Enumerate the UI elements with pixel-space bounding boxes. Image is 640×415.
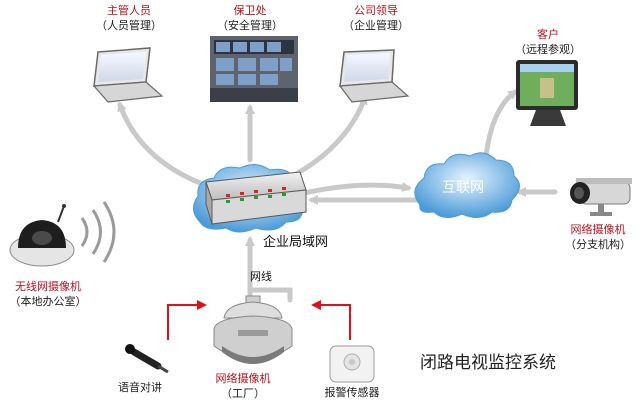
wireless-signal-icon	[80, 201, 116, 263]
arrow-cable-line	[247, 287, 293, 303]
client-title: 客户	[537, 27, 559, 41]
system-title: 闭路电视监控系统	[420, 353, 556, 373]
factory-camera-subtitle: （工厂）	[221, 387, 265, 400]
arrow-intercom-to-camera	[167, 300, 207, 340]
factory-camera-title: 网络摄像机	[216, 371, 271, 385]
branch-camera-title: 网络摄像机	[571, 222, 626, 236]
client-subtitle: （远程参观）	[515, 42, 581, 56]
internet-label: 互联网	[442, 180, 484, 196]
arrow-lan-to-internet	[297, 182, 412, 197]
dome-camera-icon	[9, 204, 75, 267]
lan-label: 企业局域网	[263, 234, 328, 250]
security-title: 保卫处	[234, 3, 267, 17]
bullet-camera-icon	[570, 178, 632, 216]
wireless-camera-subtitle: （本地办公室）	[10, 294, 87, 308]
arrow-sensor-to-camera	[311, 300, 351, 340]
manager-subtitle: （人员管理）	[96, 18, 162, 32]
alarm-sensor-icon	[329, 345, 375, 383]
security-subtitle: （安全管理）	[217, 18, 283, 32]
leader-subtitle: （企业管理）	[343, 18, 409, 32]
ptz-camera-icon	[213, 295, 293, 364]
manager-laptop-icon	[92, 47, 164, 103]
client-monitor-icon	[516, 60, 578, 126]
internet-cloud-icon	[414, 152, 520, 218]
leader-title: 公司领导	[354, 4, 398, 17]
network-switch-icon	[205, 171, 307, 225]
arrow-lan-to-leader	[282, 94, 368, 183]
monitor-wall-photo	[210, 36, 298, 102]
leader-laptop-icon	[338, 49, 410, 103]
branch-camera-subtitle: （分支机构）	[565, 237, 631, 251]
arrow-internet-to-client	[482, 89, 519, 168]
sensor-label: 报警传感器	[325, 385, 380, 399]
manager-title: 主管人员	[107, 3, 151, 17]
wireless-camera-title: 无线网摄像机	[15, 279, 81, 293]
microphone-icon	[125, 344, 169, 374]
intercom-label: 语音对讲	[118, 380, 162, 394]
red-connections	[167, 300, 351, 340]
cable-label: 网线	[250, 269, 272, 283]
arrow-lan-to-manager	[117, 101, 208, 188]
